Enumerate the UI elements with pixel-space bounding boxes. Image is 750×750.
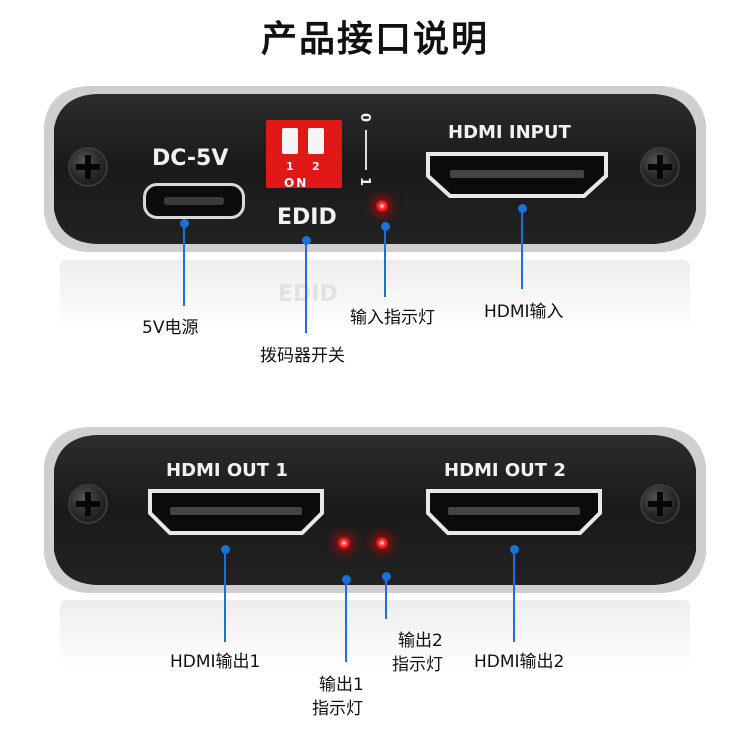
callout-dot-out1-led bbox=[342, 575, 351, 584]
callout-dot-hdmi-in bbox=[518, 204, 527, 213]
dip-scale-bottom: 1 bbox=[357, 176, 373, 187]
screw-icon bbox=[68, 484, 108, 524]
callout-input-led: 输入指示灯 bbox=[350, 308, 435, 328]
dip-switch-icon: 1 2 ON bbox=[266, 120, 342, 188]
callout-hdmi-in: HDMI输入 bbox=[484, 302, 564, 322]
callout-dot-dip bbox=[302, 236, 311, 245]
screw-icon bbox=[640, 484, 680, 524]
hdmi-output1-port-icon bbox=[148, 489, 324, 535]
reflection bbox=[60, 600, 690, 670]
callout-dot-hdmi-out1 bbox=[221, 545, 230, 554]
dc-port-label: DC-5V bbox=[152, 146, 229, 171]
hdmi-out1-label: HDMI OUT 1 bbox=[166, 460, 288, 481]
callout-out2-led-line1: 输出2 bbox=[398, 631, 443, 651]
callout-power: 5V电源 bbox=[142, 318, 199, 338]
panel-body bbox=[44, 427, 706, 593]
callout-hdmi-out2: HDMI输出2 bbox=[474, 652, 565, 672]
dip-number-2: 2 bbox=[312, 160, 320, 173]
callout-out1-led-line1: 输出1 bbox=[319, 675, 364, 695]
input-side-panel: DC-5V 1 2 ON 0 1 EDID HDMI INPUT bbox=[40, 84, 710, 254]
dip-scale-top: 0 bbox=[357, 112, 373, 123]
input-led-indicator bbox=[376, 200, 388, 212]
reflection-text: EDID bbox=[278, 282, 338, 307]
dip-number-1: 1 bbox=[286, 160, 294, 173]
output-side-panel: HDMI OUT 1 HDMI OUT 2 bbox=[40, 425, 710, 595]
screw-icon bbox=[640, 147, 680, 187]
callout-dot-out2-led bbox=[382, 572, 391, 581]
callout-dip-switch: 拨码器开关 bbox=[260, 346, 345, 366]
hdmi-input-label: HDMI INPUT bbox=[448, 122, 571, 143]
callout-out1-led-line2: 指示灯 bbox=[312, 699, 363, 719]
output1-led-indicator bbox=[338, 537, 350, 549]
screw-icon bbox=[68, 147, 108, 187]
hdmi-input-port-icon bbox=[426, 152, 608, 198]
callout-dot-hdmi-out2 bbox=[510, 545, 519, 554]
dip-on-label: ON bbox=[284, 176, 309, 188]
page-title: 产品接口说明 bbox=[260, 19, 489, 60]
hdmi-out2-label: HDMI OUT 2 bbox=[444, 460, 566, 481]
callout-dot-input-led bbox=[381, 222, 390, 231]
reflection bbox=[60, 260, 690, 330]
output2-led-indicator bbox=[376, 537, 388, 549]
dip-scale-arrow-icon bbox=[365, 130, 367, 170]
led2-number: 2 bbox=[380, 556, 390, 574]
hdmi-output2-port-icon bbox=[426, 489, 602, 535]
callout-hdmi-out1: HDMI输出1 bbox=[170, 652, 261, 672]
micro-usb-port-icon bbox=[143, 183, 245, 219]
callout-dot-power bbox=[180, 219, 189, 228]
edid-label: EDID bbox=[277, 205, 337, 230]
led1-number: 1 bbox=[340, 556, 350, 574]
callout-out2-led-line2: 指示灯 bbox=[392, 655, 443, 675]
